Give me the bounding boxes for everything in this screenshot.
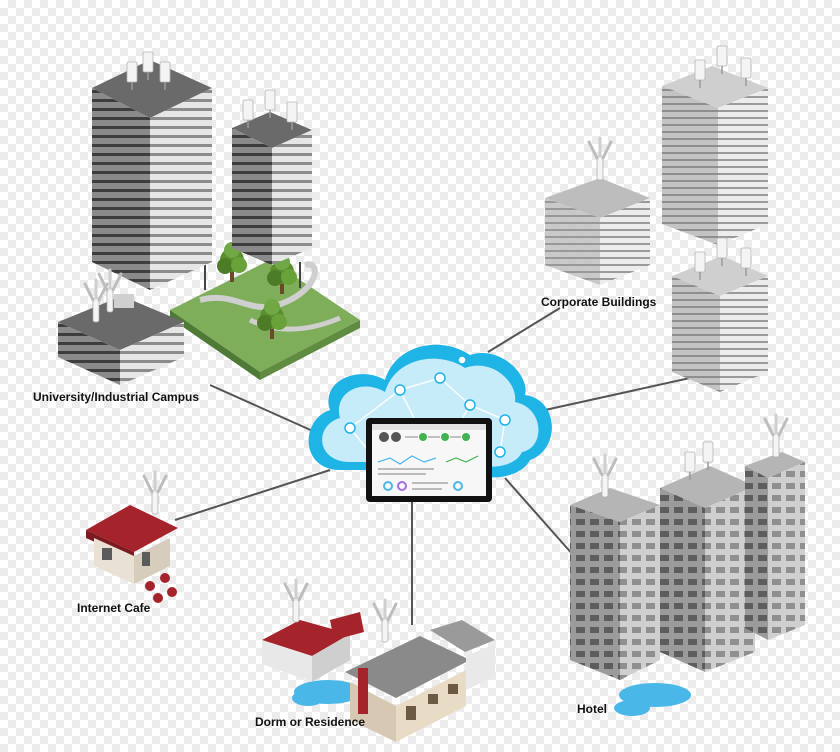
controller-tablet: [366, 418, 492, 502]
link-hotel: [504, 477, 583, 566]
dorm-illustration: [262, 578, 495, 742]
cafe-illustration: [86, 470, 178, 603]
campus-illustration: [58, 51, 360, 385]
connector-lines: [174, 307, 691, 625]
link-corporate-tower: [544, 377, 691, 411]
label-dorm: Dorm or Residence: [255, 715, 366, 729]
link-campus: [209, 384, 316, 433]
label-corporate: Corporate Buildings: [541, 295, 657, 309]
link-cafe: [174, 469, 331, 521]
label-cafe: Internet Cafe: [77, 601, 151, 615]
label-campus: University/Industrial Campus: [33, 390, 200, 404]
label-hotel: Hotel: [577, 702, 607, 716]
corporate-illustration: [545, 45, 768, 392]
hotel-illustration: [570, 413, 805, 716]
link-corporate: [487, 307, 561, 353]
